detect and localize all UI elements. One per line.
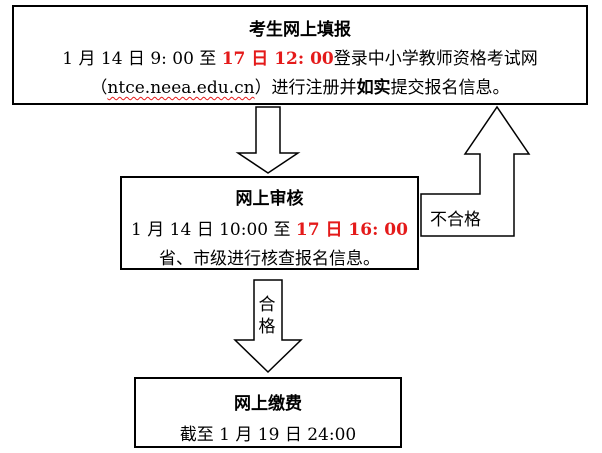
step-title: 网上缴费 (234, 394, 302, 414)
step-online-review: 网上审核 1 月 14 日 10:00 至 17 日 16: 00 省、市级进行… (120, 176, 419, 270)
step-time-line: 1 月 14 日 9: 00 至 17 日 12: 00登录中小学教师资格考试网 (62, 49, 538, 69)
deadline-highlight: 17 日 16: 00 (295, 220, 408, 240)
deadline-highlight: 17 日 12: 00 (221, 49, 334, 69)
arrow-down-1 (235, 106, 301, 174)
step-description-line: 省、市级进行核查报名信息。 (159, 249, 380, 269)
step-title: 网上审核 (235, 189, 304, 209)
label-pass: 合 格 (258, 295, 276, 337)
label-fail: 不合格 (430, 210, 481, 230)
arrow-fail-return (420, 105, 531, 237)
step-online-registration: 考生网上填报 1 月 14 日 9: 00 至 17 日 12: 00登录中小学… (12, 5, 588, 105)
step-online-payment: 网上缴费 截至 1 月 19 日 24:00 (134, 377, 402, 448)
arrow-down-2 (233, 279, 303, 374)
step-time-line: 1 月 14 日 10:00 至 17 日 16: 00 (131, 220, 408, 240)
website-url: ntce.neea.edu.cn (107, 78, 255, 98)
step-description-line: （ntce.neea.edu.cn）进行注册并如实提交报名信息。 (90, 78, 510, 98)
step-title: 考生网上填报 (249, 20, 351, 40)
step-time-line: 截至 1 月 19 日 24:00 (179, 425, 357, 445)
emphasis-text: 如实 (356, 78, 391, 98)
